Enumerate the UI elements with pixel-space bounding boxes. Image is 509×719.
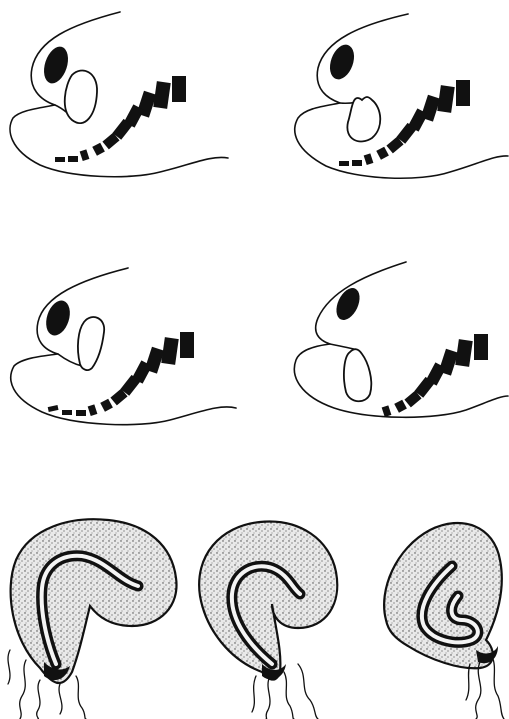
pubic-bone <box>42 297 74 338</box>
uterus-organ <box>65 70 97 123</box>
organ-wall <box>384 523 502 668</box>
body-outline <box>295 14 508 178</box>
spine-column <box>382 334 488 417</box>
sagittal-view-4 <box>294 262 508 417</box>
organ-wall <box>11 519 177 683</box>
pubic-bone <box>332 284 364 323</box>
sagittal-view-1 <box>10 12 228 177</box>
uterus-organ <box>344 349 371 401</box>
uterus-organ <box>347 97 380 141</box>
sagittal-view-2 <box>295 14 508 178</box>
section-view-1 <box>8 519 177 719</box>
spine-column <box>48 332 194 416</box>
sagittal-view-3 <box>11 268 236 425</box>
body-outline <box>10 12 228 177</box>
uterus-organ <box>78 317 104 370</box>
section-view-2 <box>199 522 337 719</box>
body-outline <box>11 268 236 425</box>
pubic-bone <box>40 44 73 87</box>
section-view-3 <box>384 523 504 719</box>
